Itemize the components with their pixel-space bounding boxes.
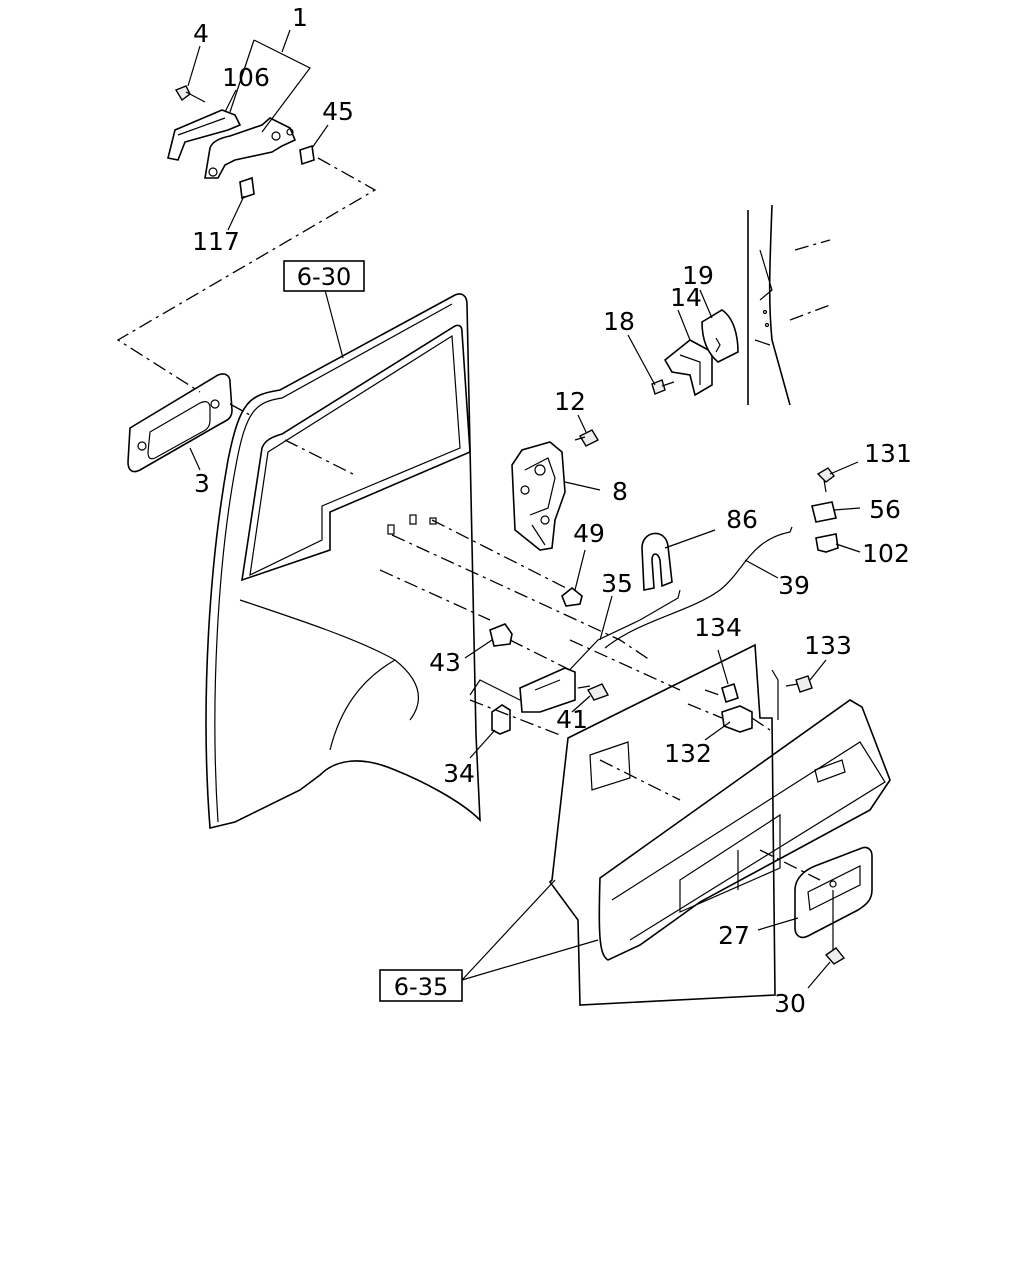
callout-3: 3 <box>194 469 210 498</box>
ref-box-6-35: 6-35 <box>379 969 463 1002</box>
outer-handle-bezel <box>127 373 233 473</box>
leader-lines <box>116 29 861 989</box>
callout-41: 41 <box>556 705 588 734</box>
door-pillar <box>747 204 831 406</box>
callout-56: 56 <box>869 495 901 524</box>
callout-35: 35 <box>601 569 633 598</box>
callout-117: 117 <box>192 227 240 256</box>
door-lock <box>511 429 599 551</box>
trim-clips <box>721 675 813 733</box>
inner-trim-panel <box>548 643 891 1006</box>
callout-labels: 1 4 106 45 117 3 18 14 19 12 8 131 56 10… <box>192 3 912 1018</box>
callout-45: 45 <box>322 97 354 126</box>
callout-30: 30 <box>774 989 806 1018</box>
lever-bracket <box>491 667 610 735</box>
callout-133: 133 <box>804 631 852 660</box>
clip-49 <box>561 586 583 607</box>
callout-49: 49 <box>573 519 605 548</box>
callout-14: 14 <box>670 283 702 312</box>
callout-4: 4 <box>193 19 209 48</box>
callout-43: 43 <box>429 648 461 677</box>
callout-12: 12 <box>554 387 586 416</box>
callout-39: 39 <box>778 571 810 600</box>
callout-131: 131 <box>864 439 912 468</box>
callout-134: 134 <box>694 613 742 642</box>
inner-handle <box>794 846 873 965</box>
callout-106: 106 <box>222 63 270 92</box>
callout-27: 27 <box>718 921 750 950</box>
callout-34: 34 <box>443 759 475 788</box>
callout-132: 132 <box>664 739 712 768</box>
callout-86: 86 <box>726 505 758 534</box>
exterior-handle <box>167 85 315 200</box>
lock-rods <box>469 526 793 701</box>
callout-1: 1 <box>292 3 308 32</box>
rod-guard <box>641 532 673 591</box>
ref-label-6-30: 6-30 <box>297 263 351 291</box>
callout-18: 18 <box>603 307 635 336</box>
callout-8: 8 <box>612 477 628 506</box>
ref-box-6-30: 6-30 <box>283 260 365 292</box>
outer-door-panel <box>205 293 481 829</box>
striker-assembly <box>651 309 739 397</box>
callout-19: 19 <box>682 261 714 290</box>
callout-102: 102 <box>862 539 910 568</box>
small-clips-right <box>811 467 839 553</box>
ref-label-6-35: 6-35 <box>394 973 448 1001</box>
clip-43 <box>489 623 513 647</box>
